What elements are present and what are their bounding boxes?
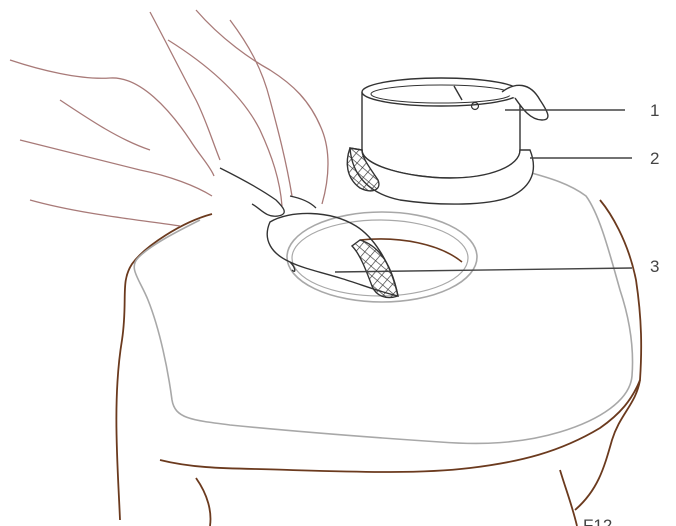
callout-label-3: 3 xyxy=(650,257,659,276)
figure-id: F12 xyxy=(583,516,612,526)
hand-outline-upper xyxy=(150,10,328,206)
hand-fingertips xyxy=(220,168,316,216)
housing-lower-left xyxy=(196,478,210,526)
housing-lower-right xyxy=(560,470,577,526)
hand-outline-left xyxy=(10,60,214,226)
cup-filter-rim xyxy=(362,78,520,106)
callout-label-1: 1 xyxy=(650,101,659,120)
callout-label-2: 2 xyxy=(650,149,659,168)
